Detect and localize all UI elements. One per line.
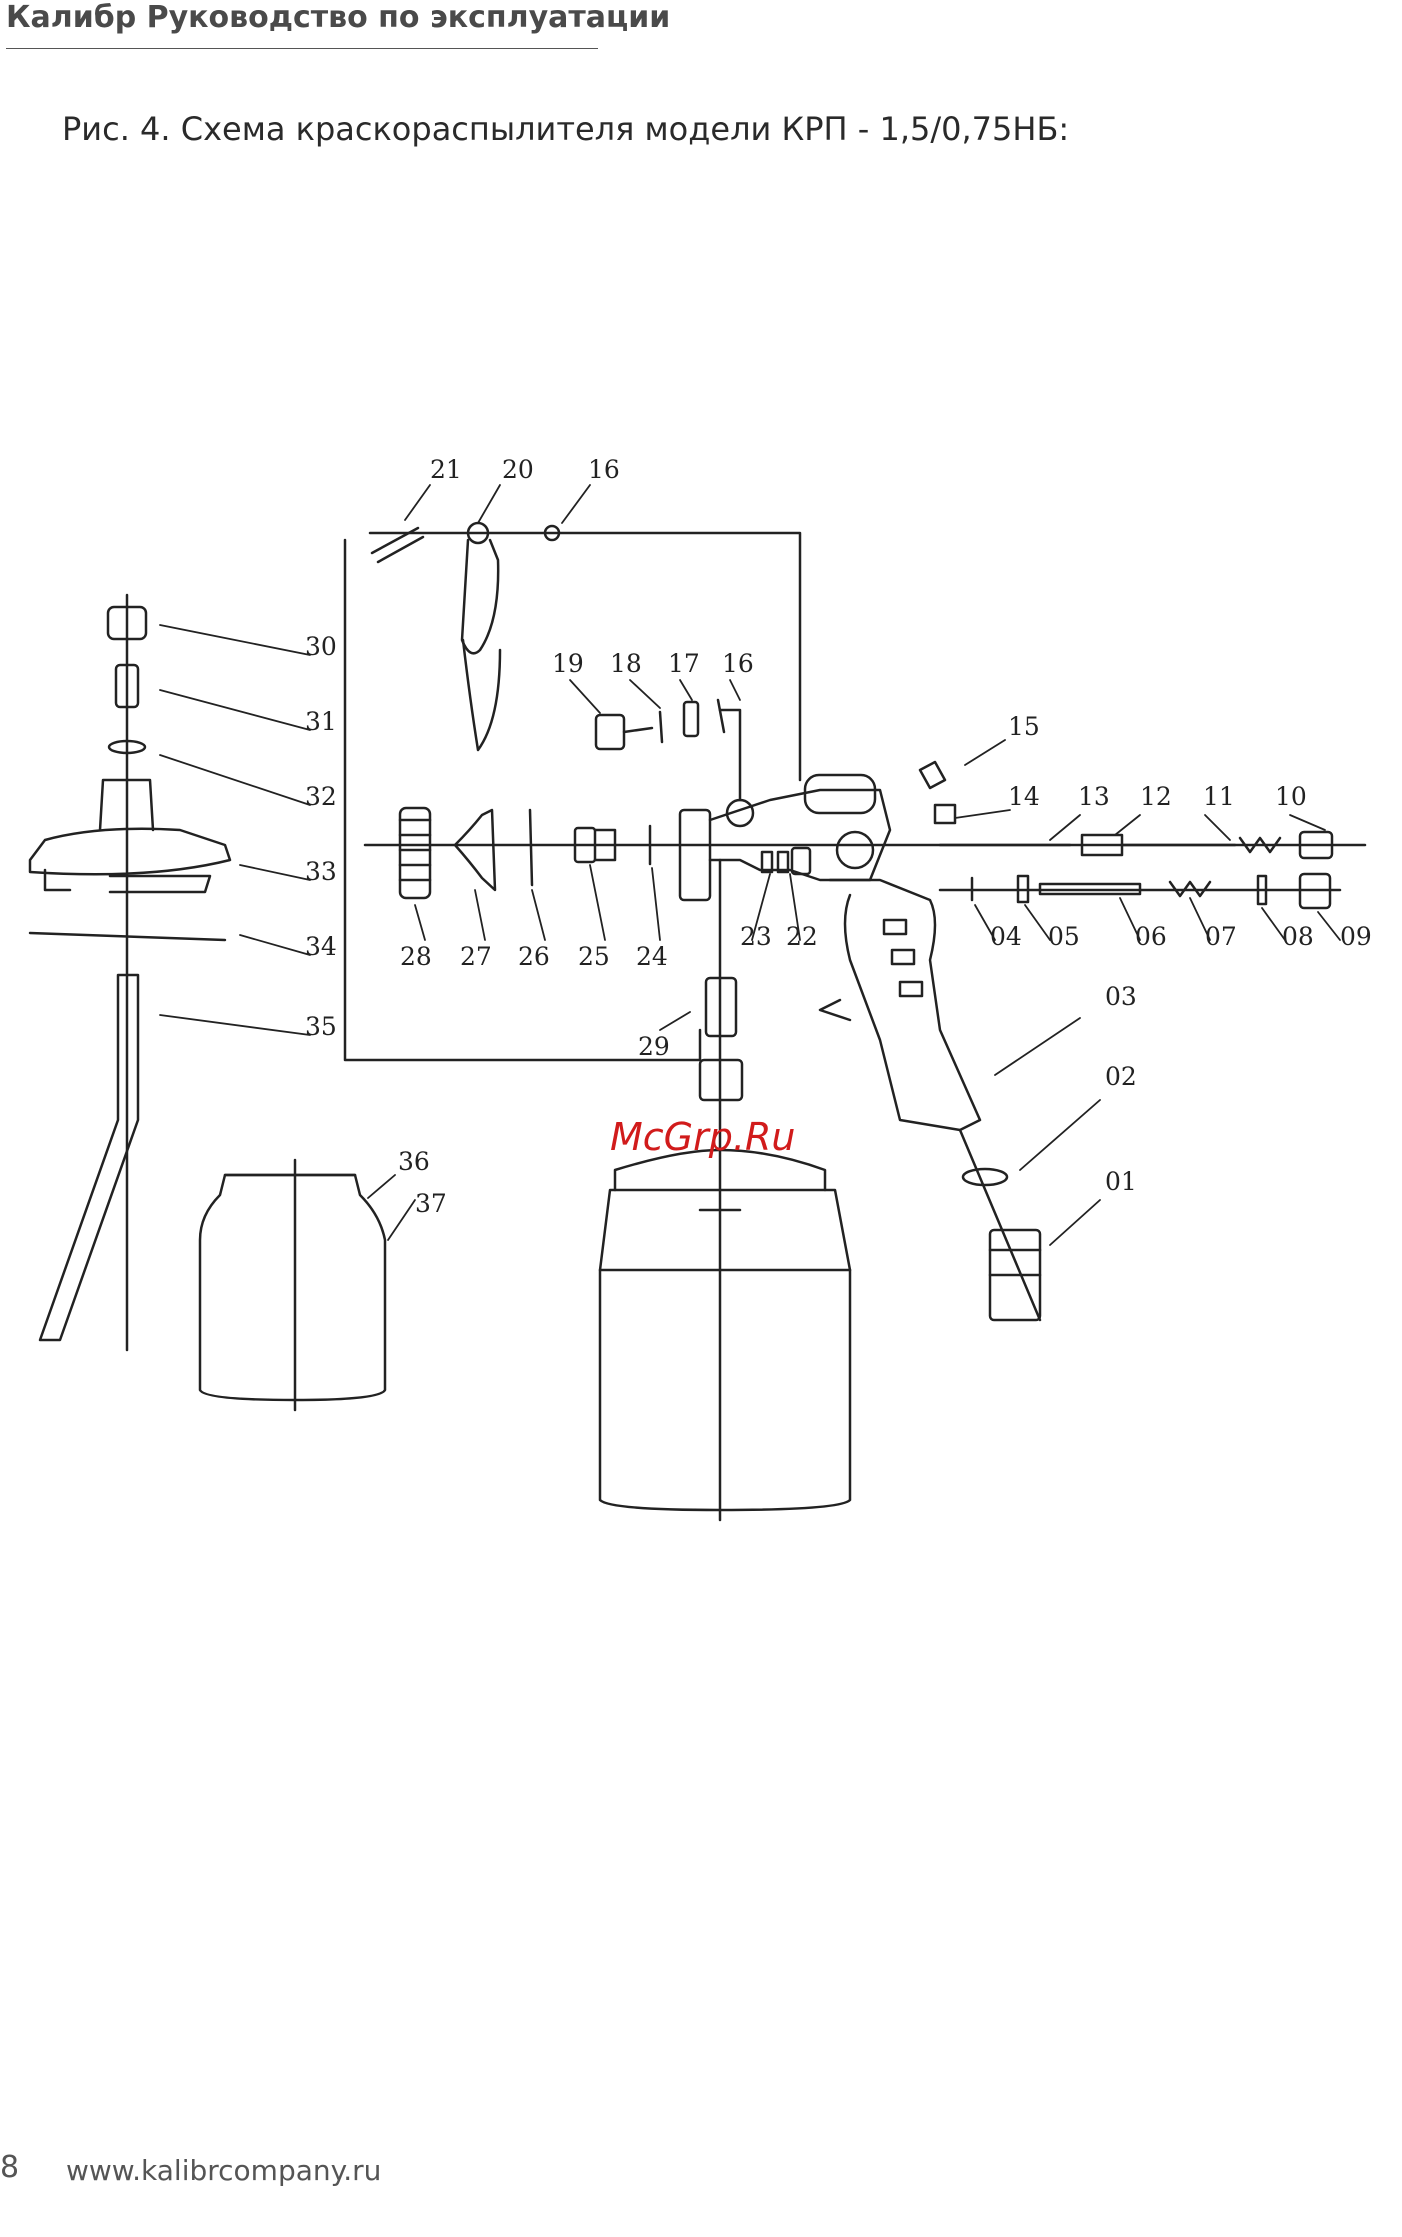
label-33: 33 — [305, 857, 337, 886]
label-05: 05 — [1048, 922, 1080, 951]
label-28: 28 — [400, 942, 432, 971]
label-23: 23 — [740, 922, 772, 951]
label-03: 03 — [1105, 982, 1137, 1011]
page-number: 8 — [0, 2150, 19, 2185]
label-30: 30 — [305, 632, 337, 661]
label-20: 20 — [502, 455, 534, 484]
label-31: 31 — [305, 707, 337, 736]
nozzle-parts — [400, 808, 650, 898]
label-16a: 16 — [588, 455, 620, 484]
label-08: 08 — [1282, 922, 1314, 951]
jar — [200, 1160, 385, 1410]
label-24: 24 — [636, 942, 668, 971]
label-25: 25 — [578, 942, 610, 971]
footer-url[interactable]: www.kalibrcompany.ru — [66, 2154, 381, 2187]
label-37: 37 — [415, 1189, 447, 1218]
watermark: McGrp.Ru — [610, 1115, 795, 1159]
gun-body — [680, 775, 980, 1130]
label-04: 04 — [990, 922, 1022, 951]
label-36: 36 — [398, 1147, 430, 1176]
label-11: 11 — [1203, 782, 1235, 811]
label-34: 34 — [305, 932, 337, 961]
label-13: 13 — [1078, 782, 1110, 811]
label-01: 01 — [1105, 1167, 1137, 1196]
label-14: 14 — [1008, 782, 1040, 811]
label-10: 10 — [1275, 782, 1307, 811]
label-21: 21 — [430, 455, 462, 484]
label-27: 27 — [460, 942, 492, 971]
label-32: 32 — [305, 782, 337, 811]
label-07: 07 — [1205, 922, 1237, 951]
label-35: 35 — [305, 1012, 337, 1041]
label-19: 19 — [552, 649, 584, 678]
trigger-lever — [372, 523, 559, 750]
label-15: 15 — [1008, 712, 1040, 741]
valve-parts — [920, 762, 1332, 908]
label-06: 06 — [1135, 922, 1167, 951]
label-17: 17 — [668, 649, 700, 678]
label-16b: 16 — [722, 649, 754, 678]
label-26: 26 — [518, 942, 550, 971]
air-fitting — [960, 1130, 1040, 1320]
label-29: 29 — [638, 1032, 670, 1061]
label-09-visible: 09 — [1340, 922, 1372, 951]
label-02: 02 — [1105, 1062, 1137, 1091]
label-18: 18 — [610, 649, 642, 678]
label-22: 22 — [786, 922, 818, 951]
connector-frame — [345, 540, 700, 1060]
label-12: 12 — [1140, 782, 1172, 811]
